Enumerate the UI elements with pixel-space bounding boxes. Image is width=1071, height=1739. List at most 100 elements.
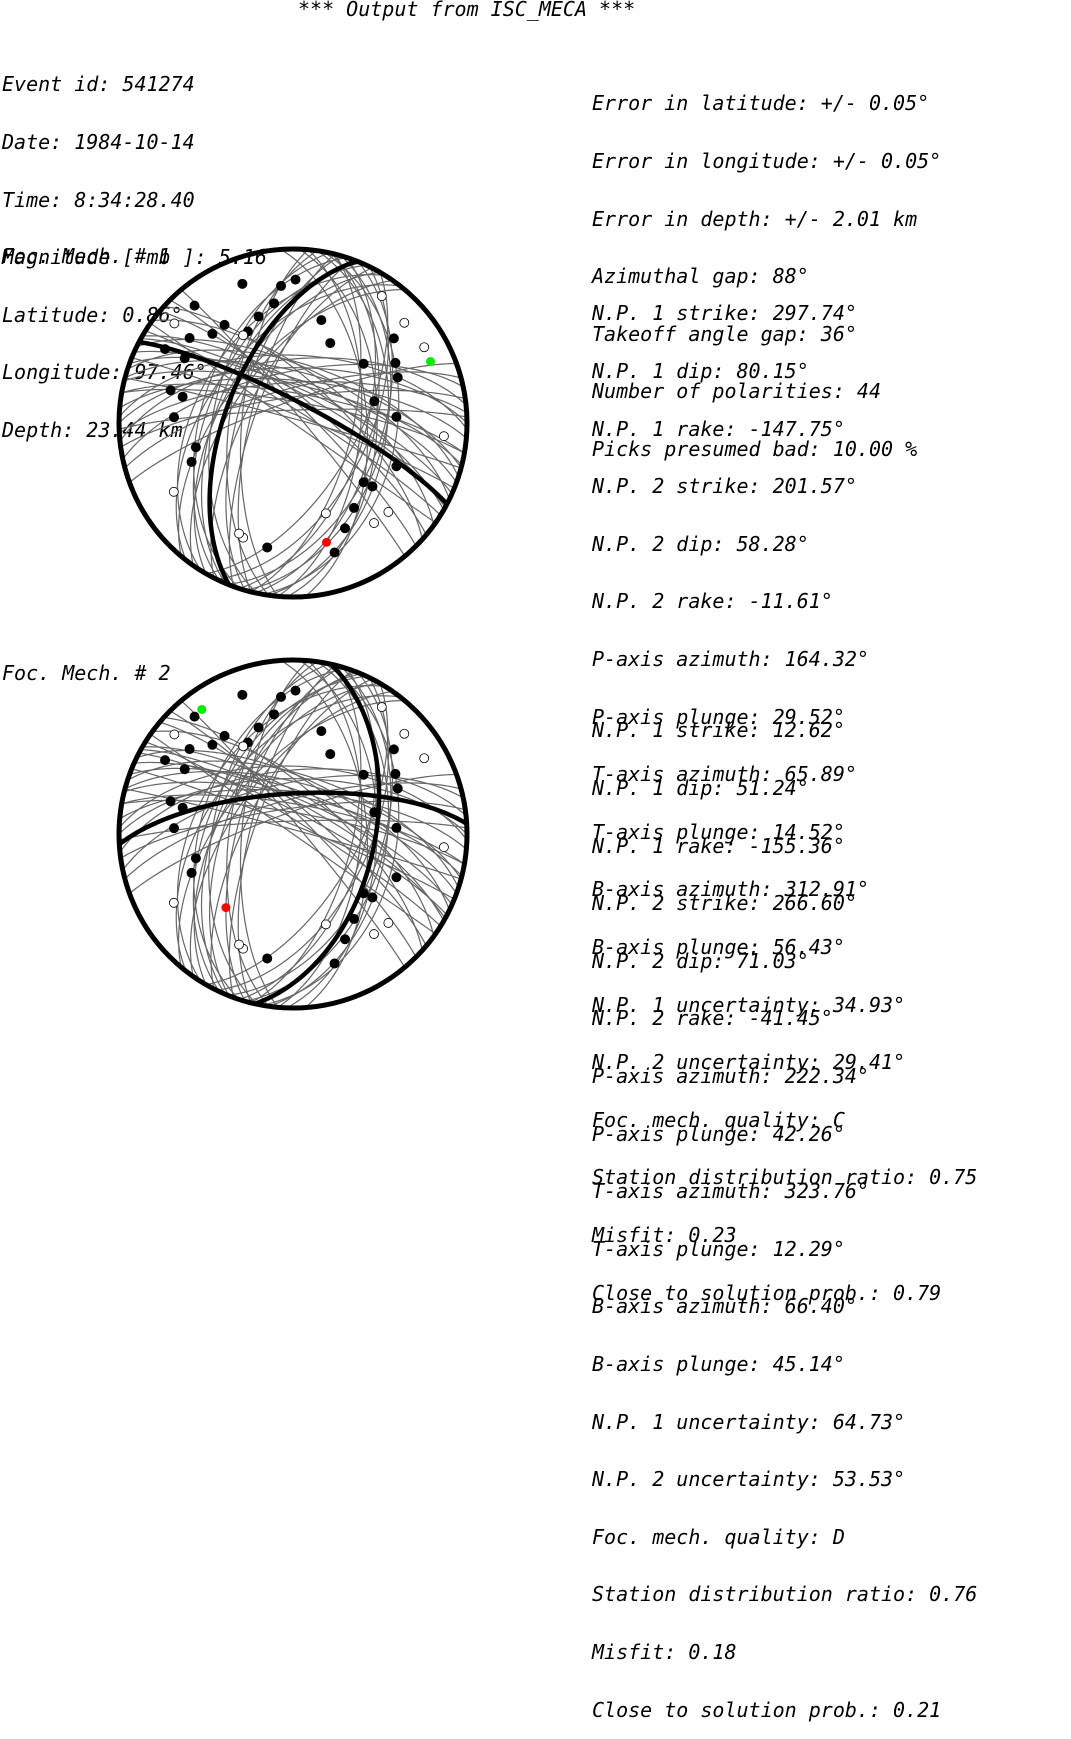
- compression-polarity: [290, 685, 301, 696]
- uncertainty-plane: [129, 773, 457, 894]
- fm1-np2-rake: N.P. 2 rake: -11.61°: [592, 589, 833, 614]
- compression-polarity: [189, 300, 200, 311]
- uncertainty-plane: [121, 383, 465, 454]
- fm2-t-plunge: T-axis plunge: 12.29°: [592, 1236, 845, 1261]
- compression-polarity: [392, 783, 403, 794]
- fm1-p-azimuth: P-axis azimuth: 164.32°: [592, 646, 869, 671]
- fm1-b-azimuth: B-axis azimuth: 312.91°: [592, 877, 869, 902]
- compression-polarity: [329, 547, 340, 558]
- uncertainty-plane: [140, 749, 446, 919]
- uncertainty-plane: [118, 765, 468, 841]
- compression-polarity: [160, 755, 171, 766]
- compression-polarity: [325, 338, 336, 349]
- compression-polarity: [237, 689, 248, 700]
- dilatation-polarity: [439, 431, 449, 442]
- dilatation-polarity: [383, 918, 394, 928]
- uncertainty-plane: [118, 381, 467, 434]
- fm1-np2-dip: N.P. 2 dip: 58.28°: [592, 531, 809, 556]
- uncertainty-plane: [131, 768, 455, 900]
- fm2-np1-uncertainty: N.P. 1 uncertainty: 64.73°: [592, 1409, 906, 1434]
- stereonet-outline: [116, 246, 470, 600]
- uncertainty-plane: [192, 675, 367, 993]
- event-depth: Depth: 23.44 km: [2, 417, 183, 442]
- uncertainty-plane: [268, 250, 390, 596]
- uncertainty-plane: [150, 322, 436, 524]
- uncertainty-plane: [205, 272, 389, 575]
- focal-mechanism-1-beachball: [116, 246, 470, 600]
- nodal-plane: [254, 662, 382, 1006]
- focal-mechanism-2-label: Foc. Mech. # 2: [2, 661, 171, 685]
- uncertainty-plane: [239, 249, 309, 597]
- compression-polarity: [358, 477, 369, 488]
- fm1-t-plunge: T-axis plunge: 14.52°: [592, 819, 845, 844]
- dilatation-polarity: [369, 518, 379, 528]
- compression-polarity: [290, 274, 301, 285]
- compression-polarity: [369, 807, 380, 818]
- dilatation-polarity: [168, 897, 179, 908]
- nodal-plane: [207, 259, 358, 586]
- compression-polarity: [340, 934, 351, 945]
- fm2-np1-rake: N.P. 1 rake: -155.36°: [592, 833, 845, 858]
- uncertainty-plane: [118, 408, 467, 430]
- focal-mechanism-2-params: N.P. 1 strike: 12.62° N.P. 1 dip: 51.24°…: [592, 683, 977, 1739]
- compression-polarity: [329, 958, 340, 969]
- takeoff-angle-gap: Takeoff angle gap: 36°: [592, 321, 857, 346]
- uncertainty-plane: [193, 667, 347, 1000]
- compression-polarity: [219, 730, 230, 741]
- compression-polarity: [276, 280, 287, 291]
- fm2-np1-dip: N.P. 1 dip: 51.24°: [592, 776, 809, 800]
- compression-polarity: [358, 769, 369, 780]
- fm1-b-plunge: B-axis plunge: 56.43°: [592, 934, 845, 959]
- uncertainty-plane: [180, 289, 406, 557]
- compression-polarity: [219, 319, 230, 330]
- dilatation-polarity: [376, 702, 387, 713]
- fm2-misfit: Misfit: 0.18: [592, 1639, 737, 1664]
- uncertainty-plane: [129, 362, 457, 483]
- error-longitude: Error in longitude: +/- 0.05°: [592, 149, 942, 173]
- error-latitude: Error in latitude: +/- 0.05°: [592, 91, 930, 116]
- uncertainty-plane: [277, 249, 363, 597]
- uncertainty-plane: [131, 357, 455, 489]
- uncertainty-plane: [239, 660, 309, 1008]
- fm2-station-ratio: Station distribution ratio: 0.76: [592, 1582, 978, 1607]
- fm2-solution-prob: Close to solution prob.: 0.21: [592, 1697, 942, 1722]
- compression-polarity: [269, 709, 280, 720]
- event-magnitude: Magnitude [ mb ]: 5.16: [2, 245, 267, 270]
- dilatation-polarity: [399, 317, 410, 328]
- compression-polarity: [177, 802, 188, 813]
- compression-polarity: [262, 953, 273, 964]
- uncertainty-plane: [262, 662, 400, 1006]
- compression-polarity: [388, 333, 399, 344]
- compression-polarity: [177, 391, 188, 402]
- fm1-np1-dip: N.P. 1 dip: 80.15°: [592, 359, 809, 383]
- uncertainty-plane: [277, 660, 363, 1008]
- uncertainty-plane: [200, 262, 362, 584]
- compression-polarity: [179, 353, 190, 364]
- event-errors: Error in latitude: +/- 0.05° Error in lo…: [592, 56, 941, 478]
- fm1-p-plunge: P-axis plunge: 29.52°: [592, 704, 845, 729]
- compression-polarity: [358, 888, 369, 899]
- uncertainty-plane: [250, 664, 362, 1004]
- compression-polarity: [253, 722, 264, 733]
- compression-polarity: [190, 853, 201, 864]
- fm2-b-plunge: B-axis plunge: 45.14°: [592, 1351, 845, 1376]
- uncertainty-plane: [118, 819, 467, 841]
- fm2-quality: Foc. mech. quality: D: [592, 1524, 845, 1549]
- dilatation-polarity: [234, 939, 244, 950]
- compression-polarity: [184, 744, 195, 755]
- dilatation-polarity: [320, 919, 331, 930]
- compression-polarity: [367, 892, 378, 903]
- error-depth: Error in depth: +/- 2.01 km: [592, 206, 918, 231]
- compression-polarity: [390, 357, 401, 368]
- focal-mechanism-1-label: Foc. Mech. # 1: [2, 244, 171, 268]
- uncertainty-plane: [210, 678, 373, 990]
- compression-polarity: [253, 311, 264, 322]
- number-of-polarities: Number of polarities: 44: [592, 379, 881, 404]
- compression-polarity: [390, 768, 401, 779]
- uncertainty-plane: [119, 768, 467, 853]
- uncertainty-plane: [208, 252, 330, 594]
- fm1-np2-strike: N.P. 2 strike: 201.57°: [592, 474, 857, 499]
- uncertainty-plane: [250, 253, 362, 593]
- uncertainty-plane: [254, 252, 380, 594]
- compression-polarity: [207, 739, 218, 750]
